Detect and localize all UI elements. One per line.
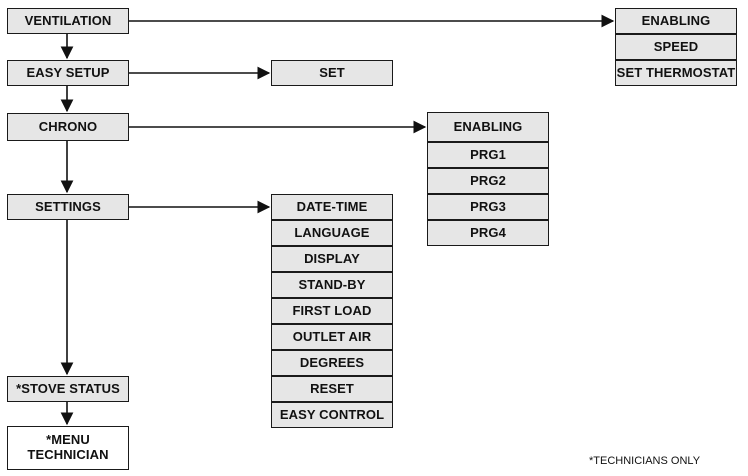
menu-technician-line1: *MENU (46, 432, 90, 448)
chrono-item-prg4[interactable]: PRG4 (427, 220, 549, 246)
menu-stove-status[interactable]: *STOVE STATUS (7, 376, 129, 402)
ventilation-item-enabling[interactable]: ENABLING (615, 8, 737, 34)
footnote: *TECHNICIANS ONLY (589, 455, 701, 467)
settings-item-language[interactable]: LANGUAGE (271, 220, 393, 246)
chrono-item-prg1[interactable]: PRG1 (427, 142, 549, 168)
settings-item-display[interactable]: DISPLAY (271, 246, 393, 272)
settings-item-easy-control[interactable]: EASY CONTROL (271, 402, 393, 428)
chrono-item-prg3[interactable]: PRG3 (427, 194, 549, 220)
menu-chrono[interactable]: CHRONO (7, 113, 129, 141)
ventilation-item-speed[interactable]: SPEED (615, 34, 737, 60)
settings-item-stand-by[interactable]: STAND-BY (271, 272, 393, 298)
ventilation-item-set-thermostat[interactable]: SET THERMOSTAT (615, 60, 737, 86)
settings-item-outlet-air[interactable]: OUTLET AIR (271, 324, 393, 350)
settings-item-first-load[interactable]: FIRST LOAD (271, 298, 393, 324)
easy-setup-item-set[interactable]: SET (271, 60, 393, 86)
chrono-item-enabling[interactable]: ENABLING (427, 112, 549, 142)
settings-item-degrees[interactable]: DEGREES (271, 350, 393, 376)
menu-easy-setup[interactable]: EASY SETUP (7, 60, 129, 86)
chrono-item-prg2[interactable]: PRG2 (427, 168, 549, 194)
settings-item-reset[interactable]: RESET (271, 376, 393, 402)
menu-settings[interactable]: SETTINGS (7, 194, 129, 220)
menu-technician[interactable]: *MENU TECHNICIAN (7, 426, 129, 470)
settings-item-date-time[interactable]: DATE-TIME (271, 194, 393, 220)
menu-ventilation[interactable]: VENTILATION (7, 8, 129, 34)
menu-technician-line2: TECHNICIAN (27, 447, 109, 462)
